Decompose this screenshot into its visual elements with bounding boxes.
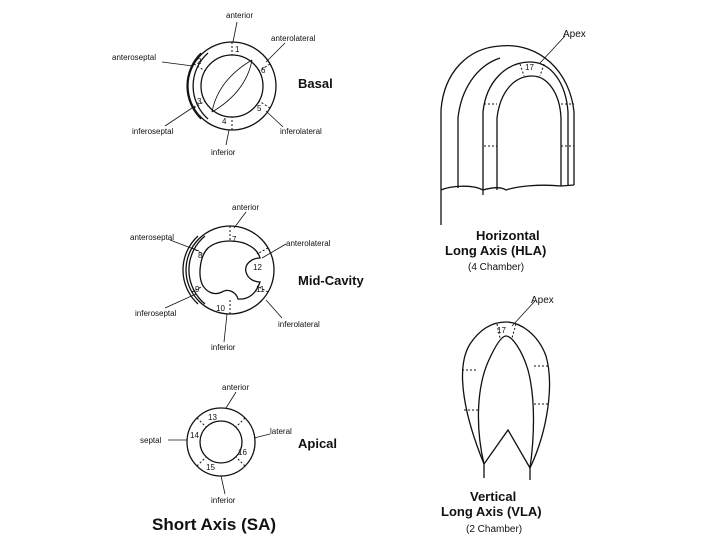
apical-title: Apical [298,436,337,451]
vla-segment-number: 17 [497,326,506,335]
basal-segment-number: 5 [257,104,262,113]
hla-lv-cavity [496,75,562,190]
apical-divider [235,456,246,467]
mid-segment-number: 11 [256,285,265,294]
leader-line [161,61,194,67]
leader-line [253,433,271,439]
basal-segment-number: 4 [222,117,227,126]
short-axis-title: Short Axis (SA) [152,515,276,534]
hla-title-line2: Long Axis (HLA) [445,243,546,258]
basal-inner-ring [200,54,264,118]
mid-label-inferior: inferior [211,343,236,352]
mid-segment-number: 8 [198,251,203,260]
mid-label-anteroseptal: anteroseptal [130,233,174,242]
basal-segment-number: 1 [235,45,240,54]
mid-title: Mid-Cavity [298,273,365,288]
apical-divider [196,456,207,467]
mid-rv-outer [182,235,199,305]
vla-apex-label: Apex [531,295,554,306]
vla-title-line2: Long Axis (VLA) [441,504,542,519]
apical-segment-number: 15 [206,463,215,472]
vla-divider [511,323,517,339]
apical-divider [235,417,246,428]
basal-valve-leaflet-2 [211,59,253,113]
mid-segment-number: 12 [253,263,262,272]
basal-label-anteroseptal: anteroseptal [112,53,156,62]
apical-divider [196,417,207,428]
hla-rv-inner-wall [457,57,501,188]
leader-line [225,391,237,409]
mid-segment-number: 10 [216,304,225,313]
basal-title: Basal [298,76,333,91]
leader-line [164,293,197,309]
mid-label-anterolateral: anterolateral [286,239,331,248]
apical-label-lateral: lateral [270,427,292,436]
mid-cavity-view: 7 8 9 10 11 12 anterior anteroseptal ant… [130,203,365,352]
apical-view: 13 14 15 16 anterior septal lateral infe… [140,383,337,505]
basal-label-anterolateral: anterolateral [271,34,316,43]
apical-label-anterior: anterior [222,383,249,392]
leader-line [265,299,283,319]
hla-base [440,184,575,191]
apical-inner-ring [199,420,243,464]
mid-segment-number: 7 [232,235,237,244]
hla-view: 17 Apex Horizontal Long Axis (HLA) (4 Ch… [440,29,586,273]
hla-title-line1: Horizontal [476,228,540,243]
basal-label-inferolateral: inferolateral [280,127,322,136]
apical-label-septal: septal [140,436,162,445]
leader-line [265,110,284,128]
basal-label-inferior: inferior [211,148,236,157]
apical-label-inferior: inferior [211,496,236,505]
hla-divider [539,63,545,77]
basal-label-anterior: anterior [226,11,253,20]
basal-label-inferoseptal: inferoseptal [132,127,174,136]
hla-apex-label: Apex [563,29,586,40]
mid-segment-number: 9 [195,285,200,294]
leader-line [232,21,238,43]
basal-segment-number: 3 [197,97,202,106]
mid-rv-wall [188,235,206,305]
hla-divider [519,63,525,77]
mid-label-inferoseptal: inferoseptal [135,309,177,318]
mid-label-anterior: anterior [232,203,259,212]
vla-title-line1: Vertical [470,489,516,504]
leader-line [265,42,286,63]
mid-inner-wall [199,240,261,300]
mid-label-inferolateral: inferolateral [278,320,320,329]
leader-line [164,105,196,127]
leader-line [169,239,200,252]
leader-line [539,35,566,64]
vla-subtitle: (2 Chamber) [466,524,522,535]
apical-segment-number: 14 [190,431,199,440]
hla-rv-outer-wall [440,45,501,225]
vla-inner-wall [477,335,535,469]
leader-line [511,300,536,327]
mid-divider [256,247,269,255]
hla-segment-number: 17 [525,63,534,72]
basal-rv-outer [186,52,202,120]
hla-subtitle: (4 Chamber) [468,262,524,273]
basal-rv-wall [192,52,209,120]
basal-view: 1 2 3 4 5 6 anterior anterolateral anter… [112,11,333,157]
vla-base-notch [483,428,531,469]
leader-line [223,313,228,343]
hla-lv-outer-wall [499,45,575,185]
vla-outer-wall [461,321,551,469]
leader-line [225,129,230,146]
leader-line [233,211,247,229]
leader-line [220,475,226,495]
hla-lv-wall [482,61,569,195]
vla-view: 17 Apex Vertical Long Axis (VLA) (2 Cham… [441,295,554,535]
basal-segment-number: 2 [197,57,202,66]
apical-segment-number: 16 [238,448,247,457]
apical-segment-number: 13 [208,413,217,422]
basal-valve-leaflet-1 [211,59,253,113]
leader-line [261,243,287,259]
basal-segment-number: 6 [261,66,266,75]
